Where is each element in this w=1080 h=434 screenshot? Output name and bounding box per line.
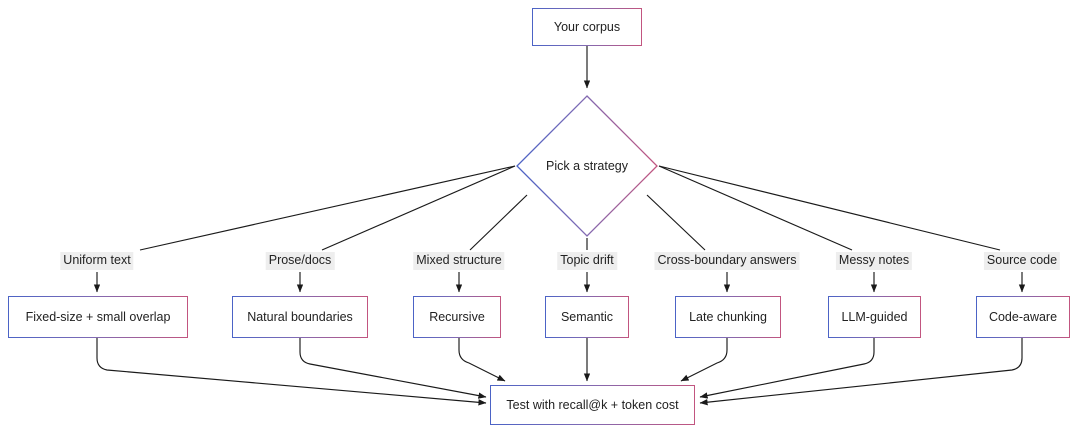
node-late-chunking[interactable]: Late chunking <box>675 296 781 338</box>
node-recursive[interactable]: Recursive <box>413 296 501 338</box>
node-natural-boundaries[interactable]: Natural boundaries <box>232 296 368 338</box>
edge-label-messy-notes: Messy notes <box>835 252 913 270</box>
edge-label-cross-boundary-answers: Cross-boundary answers <box>654 252 800 270</box>
edge-label-uniform-text: Uniform text <box>60 252 134 270</box>
node-semantic[interactable]: Semantic <box>545 296 629 338</box>
node-test-with-recall-at-k-token-cost[interactable]: Test with recall@k + token cost <box>490 385 695 425</box>
node-pick-a-strategy-label: Pick a strategy <box>546 159 628 173</box>
node-code-aware[interactable]: Code-aware <box>976 296 1070 338</box>
diamond-shape <box>516 95 658 237</box>
node-your-corpus[interactable]: Your corpus <box>532 8 642 46</box>
node-pick-a-strategy[interactable]: Pick a strategy <box>515 94 659 238</box>
edge-label-topic-drift: Topic drift <box>557 252 617 270</box>
node-llm-guided[interactable]: LLM-guided <box>828 296 921 338</box>
node-fixed-size-small-overlap[interactable]: Fixed-size + small overlap <box>8 296 188 338</box>
edge-label-source-code: Source code <box>983 252 1061 270</box>
edge-label-mixed-structure: Mixed structure <box>413 252 505 270</box>
edge-label-prose-docs: Prose/docs <box>265 252 335 270</box>
